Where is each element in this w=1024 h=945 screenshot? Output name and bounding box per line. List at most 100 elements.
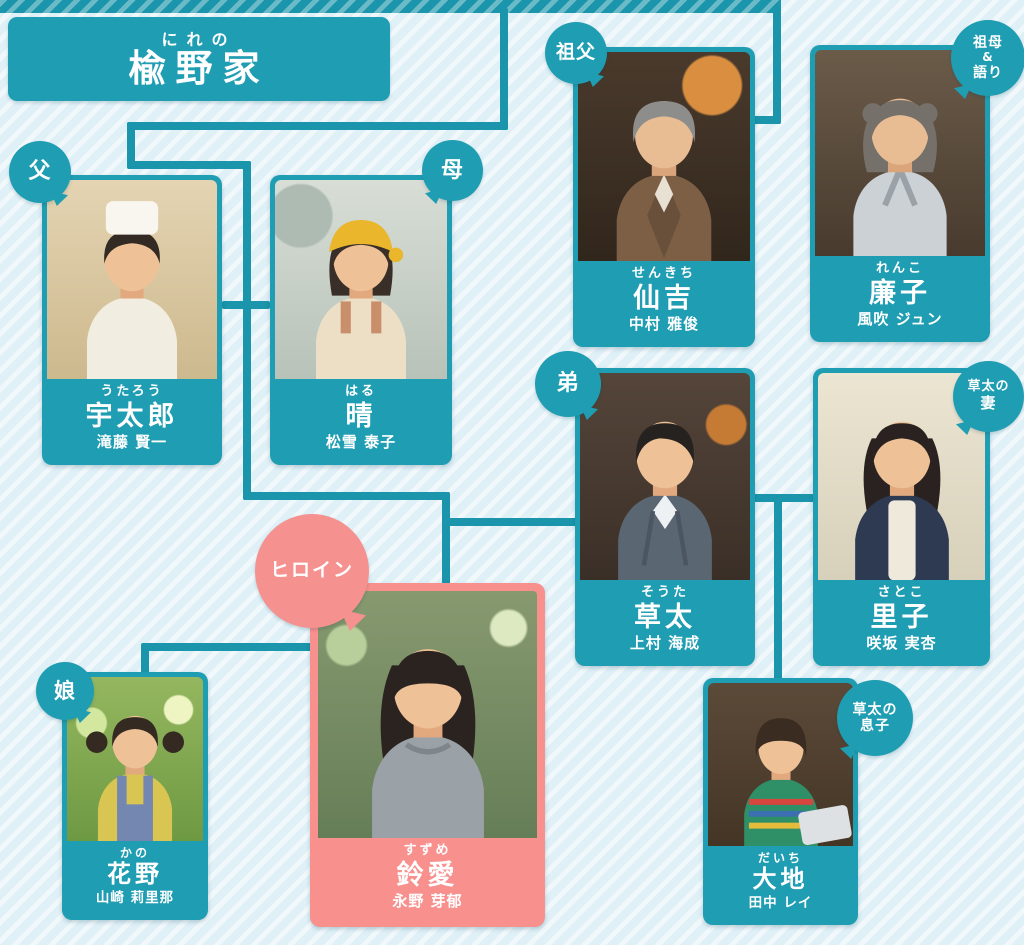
badge-father: 父 <box>9 141 71 203</box>
card-label: だいち 大地 田中 レイ <box>708 846 853 920</box>
badge-grandmother-narrator: 祖母 & 語り <box>951 20 1024 96</box>
card-sota[interactable]: そうた 草太 上村 海成 <box>575 368 755 666</box>
portrait-renko <box>815 50 985 256</box>
badge-text: & <box>982 50 994 65</box>
badge-text: 語り <box>973 64 1003 81</box>
badge-text: 父 <box>28 159 52 185</box>
character-name: 鈴愛 <box>396 859 459 891</box>
badge-mother: 母 <box>422 140 483 201</box>
connector-line <box>773 8 781 124</box>
card-label: さとこ 里子 咲坂 実杏 <box>818 580 985 661</box>
connector-marriage-sota <box>752 494 814 502</box>
card-satoko[interactable]: さとこ 里子 咲坂 実杏 <box>813 368 990 666</box>
furigana: うたろう <box>100 383 164 399</box>
badge-text: 妻 <box>980 394 997 413</box>
character-name: 晴 <box>345 400 377 432</box>
actor-name: 永野 芽郁 <box>392 891 463 910</box>
badge-heroine: ヒロイン <box>255 514 369 628</box>
connector-line <box>127 161 251 169</box>
badge-text: ヒロイン <box>269 559 354 582</box>
furigana: すずめ <box>403 842 452 858</box>
character-name: 廉子 <box>869 277 931 309</box>
furigana: さとこ <box>877 584 926 600</box>
person-illustration-icon <box>618 422 712 580</box>
portrait-senkichi <box>578 52 750 261</box>
character-name: 里子 <box>870 601 933 633</box>
furigana: はる <box>344 383 377 399</box>
character-name: 仙吉 <box>633 282 695 314</box>
person-illustration-icon <box>86 201 178 379</box>
card-renko[interactable]: れんこ 廉子 風吹 ジュン <box>810 45 990 342</box>
actor-name: 中村 雅俊 <box>628 314 700 333</box>
character-name: 草太 <box>634 601 696 633</box>
badge-text: 草太の <box>967 379 1010 395</box>
card-daichi[interactable]: だいち 大地 田中 レイ <box>703 678 858 925</box>
furigana: れんこ <box>875 260 924 276</box>
connector-line <box>145 643 315 651</box>
actor-name: 風吹 ジュン <box>857 309 943 328</box>
connector-top-line <box>0 0 781 13</box>
character-name: 花野 <box>107 860 163 889</box>
badge-text: 母 <box>440 157 464 183</box>
connector-line <box>500 8 508 130</box>
card-kano[interactable]: かの 花野 山崎 莉里那 <box>62 672 208 920</box>
card-label: そうた 草太 上村 海成 <box>580 580 750 661</box>
actor-name: 松雪 泰子 <box>325 432 397 451</box>
portrait-suzume <box>318 591 537 838</box>
badge-brother: 弟 <box>535 351 601 417</box>
badge-sotas-son: 草太の 息子 <box>837 680 913 756</box>
connector-line <box>243 161 251 500</box>
card-label: かの 花野 山崎 莉里那 <box>67 841 203 915</box>
card-suzume[interactable]: すずめ 鈴愛 永野 芽郁 <box>310 583 545 927</box>
portrait-haru <box>275 180 447 379</box>
person-illustration-icon <box>854 422 949 580</box>
connector-line <box>442 492 450 587</box>
furigana: せんきち <box>631 265 696 281</box>
badge-text: 弟 <box>556 371 580 397</box>
connector-line <box>127 122 135 169</box>
badge-daughter: 娘 <box>36 662 94 720</box>
character-name: 大地 <box>752 865 809 894</box>
card-senkichi[interactable]: せんきち 仙吉 中村 雅俊 <box>573 47 755 347</box>
connector-line <box>748 116 781 124</box>
portrait-utaro <box>47 180 217 379</box>
person-illustration-icon <box>315 220 407 379</box>
actor-name: 田中 レイ <box>748 894 813 911</box>
card-label: うたろう 宇太郎 滝藤 賢一 <box>47 379 217 460</box>
actor-name: 上村 海成 <box>629 633 701 652</box>
connector-line <box>141 643 149 678</box>
portrait-sota <box>580 373 750 580</box>
furigana: そうた <box>640 584 689 600</box>
card-utaro[interactable]: うたろう 宇太郎 滝藤 賢一 <box>42 175 222 465</box>
furigana: だいち <box>757 850 803 865</box>
character-name: 宇太郎 <box>85 400 179 432</box>
portrait-kano <box>67 677 203 841</box>
person-illustration-icon <box>853 98 947 256</box>
card-label: れんこ 廉子 風吹 ジュン <box>815 256 985 337</box>
portrait-daichi <box>708 683 853 846</box>
family-title-furigana: にれの <box>161 30 237 49</box>
card-label: はる 晴 松雪 泰子 <box>275 379 447 460</box>
badge-text: 草太の <box>852 701 898 718</box>
badge-text: 祖父 <box>555 41 596 64</box>
actor-name: 滝藤 賢一 <box>96 432 168 451</box>
portrait-satoko <box>818 373 985 580</box>
card-haru[interactable]: はる 晴 松雪 泰子 <box>270 175 452 465</box>
connector-marriage-parents <box>222 301 270 309</box>
badge-text: 娘 <box>54 678 76 703</box>
person-illustration-icon <box>85 716 185 841</box>
actor-name: 咲坂 実杏 <box>866 633 937 652</box>
connector-line <box>243 492 450 500</box>
furigana: かの <box>119 845 150 860</box>
family-title-name: 楡野家 <box>128 47 270 90</box>
family-title: にれの 楡野家 <box>8 17 390 101</box>
badge-sotas-wife: 草太の 妻 <box>953 361 1024 432</box>
person-illustration-icon <box>616 101 712 261</box>
connector-line <box>442 518 582 526</box>
connector-line <box>774 494 782 684</box>
card-label: すずめ 鈴愛 永野 芽郁 <box>318 838 537 919</box>
connector-line <box>127 122 508 130</box>
actor-name: 山崎 莉里那 <box>95 889 175 906</box>
badge-text: 息子 <box>860 718 890 734</box>
